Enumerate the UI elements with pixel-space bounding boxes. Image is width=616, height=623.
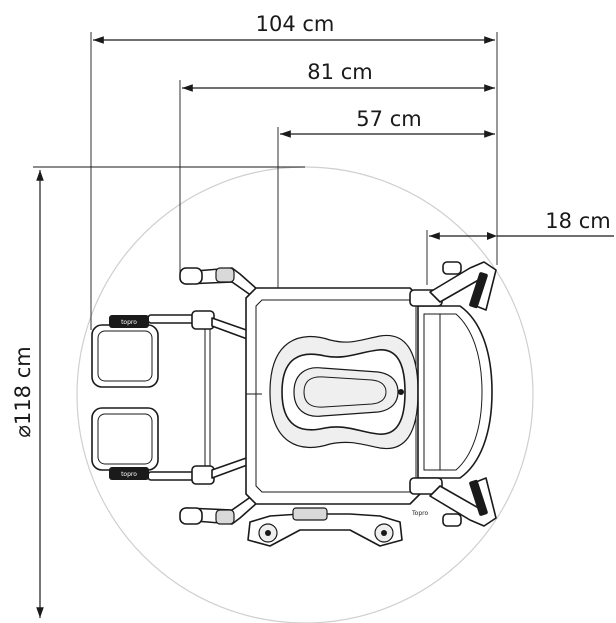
- dimension-118-label: ⌀118 cm: [11, 346, 35, 437]
- dimension-118: ⌀118 cm: [11, 166, 305, 618]
- dimension-104: 104 cm: [90, 12, 498, 330]
- bucket-holder: [247, 507, 403, 547]
- diameter-value: 118 cm: [11, 346, 35, 425]
- rear-handle-bottom: Topro: [411, 477, 497, 527]
- dimension-18: 18 cm: [426, 209, 614, 285]
- rear-handle-top: [429, 261, 497, 311]
- dimension-57: 57 cm: [277, 107, 495, 290]
- footrest-top: topro: [91, 315, 159, 388]
- frame-brand: Topro: [411, 510, 428, 517]
- seat-body: [245, 287, 423, 505]
- dimension-18-label: 18 cm: [545, 209, 610, 233]
- front-caster-top: [179, 267, 259, 297]
- backrest: [409, 289, 493, 495]
- footrest-bottom: topro: [91, 407, 159, 480]
- dimension-57-label: 57 cm: [356, 107, 421, 131]
- footrest-frame: [147, 310, 253, 485]
- dimension-81-label: 81 cm: [307, 60, 372, 84]
- dimension-104-label: 104 cm: [256, 12, 335, 36]
- footrest-bottom-brand: topro: [121, 471, 137, 478]
- front-caster-bottom: [179, 495, 259, 525]
- diameter-symbol: ⌀: [11, 425, 35, 438]
- footrest-top-brand: topro: [121, 319, 137, 326]
- dimension-81: 81 cm: [179, 60, 495, 272]
